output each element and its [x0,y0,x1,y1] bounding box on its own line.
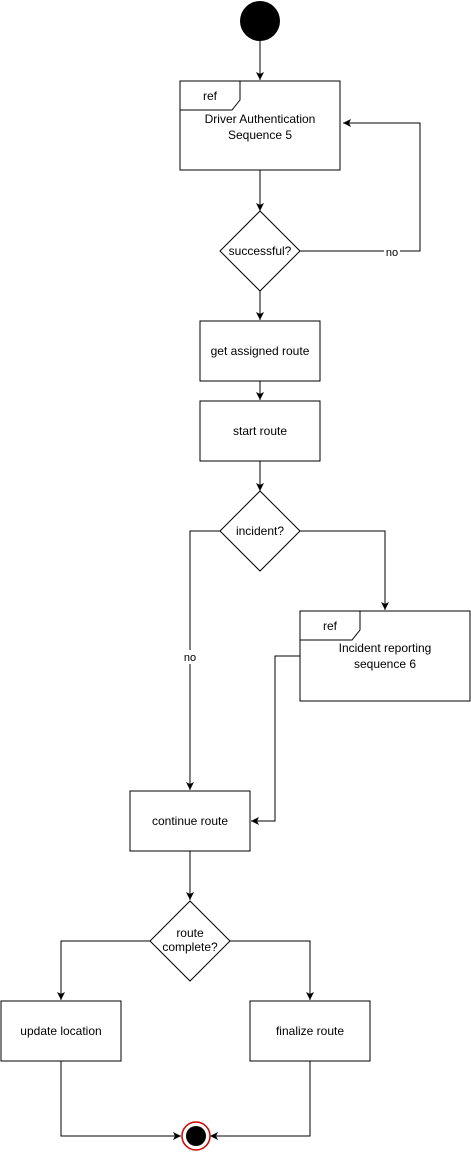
decision-incident: incident? [219,490,301,572]
action-start-route-label: start route [233,424,287,438]
decision-successful: successful? [219,210,301,292]
edge-incident-yes [300,530,389,610]
ref-tag-2: ref [323,619,338,633]
edge-incident-report-to-continue [251,655,300,825]
decision-route-complete-line-1: route [176,926,204,940]
action-finalize-route: finalize route [249,1000,371,1062]
decision-incident-label: incident? [236,524,284,538]
action-continue-route-label: continue route [152,814,228,828]
ref-title-line-1: Driver Authentication [205,112,316,126]
action-update-location: update location [0,1000,122,1062]
edge-update-to-final [60,1061,181,1140]
ref-incident-line-2: sequence 6 [354,657,416,671]
decision-successful-label: successful? [229,244,292,258]
decision-route-complete-line-2: complete? [162,940,218,954]
action-continue-route: continue route [129,790,251,852]
ref-driver-authentication: ref Driver Authentication Sequence 5 [179,80,341,171]
edge-incident-no [186,530,220,790]
initial-node [240,1,280,41]
action-finalize-route-label: finalize route [276,1024,344,1038]
edge-finalize-to-final [210,1061,311,1140]
edge-no-loop-back [300,119,421,252]
edge-complete-to-finalize [230,940,314,1000]
decision-route-complete: route complete? [149,900,231,982]
edge-complete-to-update [57,940,150,1000]
edge-label-no-1: no [386,247,398,259]
ref-incident-line-1: Incident reporting [339,641,432,655]
ref-title-line-2: Sequence 5 [228,128,292,142]
edge-label-no-2: no [184,652,196,664]
ref-tag: ref [203,89,218,103]
action-start-route: start route [199,400,321,462]
final-node [181,1121,211,1151]
ref-incident-reporting: ref Incident reporting sequence 6 [299,610,471,702]
action-update-location-label: update location [20,1024,101,1038]
action-get-assigned-route-label: get assigned route [211,344,310,358]
action-get-assigned-route: get assigned route [199,320,321,382]
